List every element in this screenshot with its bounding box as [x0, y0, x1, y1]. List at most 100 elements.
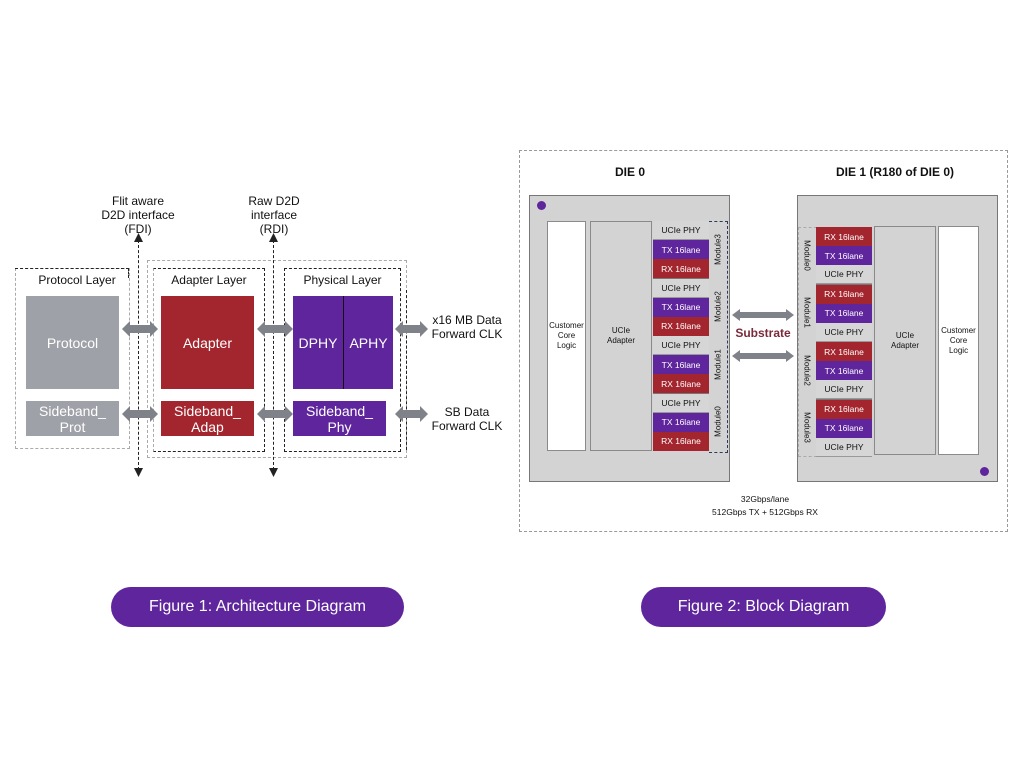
rx-lane-cell: RX 16lane — [816, 342, 872, 361]
rate-label: 32Gbps/lane 512Gbps TX + 512Gbps RX — [680, 493, 850, 519]
sideband-prot-line1: Sideband_ — [39, 402, 106, 419]
protocol-box-edge — [128, 268, 129, 278]
sideband-phy-block: Sideband_ Phy — [293, 401, 386, 436]
adapter-block: Adapter — [161, 296, 254, 389]
protocol-layer-title: Protocol Layer — [38, 273, 116, 287]
sideband-adap-phy-arrow-icon — [257, 406, 293, 422]
tx-lane-cell: TX 16lane — [653, 297, 709, 317]
sideband-ext-line1: SB Data — [444, 405, 490, 419]
right-boundary-line — [406, 290, 407, 450]
figure-2-frame — [519, 150, 1008, 532]
fdi-line3: (FDI) — [124, 222, 152, 236]
die1-adapter-line2: Adapter — [890, 340, 920, 350]
rx-lane-cell: RX 16lane — [816, 399, 872, 419]
rx-lane-cell: RX 16lane — [653, 374, 709, 393]
ucie-phy-cell: UCIe PHY — [653, 221, 709, 240]
rx-lane-cell: RX 16lane — [653, 259, 709, 278]
mainband-line1: x16 MB Data — [432, 313, 502, 327]
ucie-phy-cell: UCIe PHY — [816, 265, 872, 284]
rdi-line2: interface — [250, 208, 298, 222]
tx-lane-cell: TX 16lane — [816, 303, 872, 323]
ucie-phy-cell: UCIe PHY — [816, 437, 872, 457]
sideband-adap-line1: Sideband_ — [174, 402, 241, 419]
tx-lane-cell: TX 16lane — [816, 246, 872, 265]
protocol-adapter-arrow-icon — [122, 321, 158, 337]
ucie-phy-cell: UCIe PHY — [816, 380, 872, 399]
adapter-phy-arrow-icon — [257, 321, 293, 337]
adapter-layer-title: Adapter Layer — [171, 273, 247, 287]
die0-adapter: UCIe Adapter — [590, 221, 652, 451]
rate-line2: 512Gbps TX + 512Gbps RX — [712, 507, 818, 517]
mainband-arrow-icon — [395, 321, 428, 337]
die0-core-line1: Customer — [549, 321, 584, 330]
substrate-arrow-bottom-icon — [732, 350, 794, 362]
die1-core-line1: Customer — [941, 325, 976, 335]
die1-adapter: UCIe Adapter — [874, 226, 936, 455]
module-label: Module0 — [802, 239, 812, 271]
sideband-phy-line2: Phy — [327, 418, 352, 435]
rx-lane-cell: RX 16lane — [816, 284, 872, 304]
physical-layer-title: Physical Layer — [303, 273, 382, 287]
rdi-arrow-up-icon — [269, 233, 278, 242]
module-label: Module1 — [713, 348, 723, 380]
die0-adapter-line1: UCIe — [611, 326, 631, 335]
mainband-label: x16 MB Data Forward CLK — [428, 313, 506, 341]
die1-core-line2: Core — [949, 335, 968, 345]
die0-module-bracket — [709, 221, 728, 453]
die1-orientation-dot-icon — [980, 467, 989, 476]
rate-line1: 32Gbps/lane — [740, 494, 790, 504]
sideband-ext-label: SB Data Forward CLK — [428, 405, 506, 433]
tx-lane-cell: TX 16lane — [816, 361, 872, 380]
rx-lane-cell: RX 16lane — [653, 431, 709, 451]
module-label: Module2 — [713, 291, 723, 323]
fdi-arrow-up-icon — [134, 233, 143, 242]
ucie-phy-cell: UCIe PHY — [653, 393, 709, 413]
module-label: Module0 — [713, 406, 723, 438]
die1-core-logic: Customer Core Logic — [938, 226, 979, 455]
die1-module-bracket — [798, 227, 817, 457]
module-label: Module3 — [713, 233, 723, 265]
rx-lane-cell: RX 16lane — [653, 316, 709, 336]
tx-lane-cell: TX 16lane — [816, 418, 872, 438]
figure-2-caption: Figure 2: Block Diagram — [641, 587, 886, 627]
rdi-arrow-down-icon — [269, 468, 278, 477]
rx-lane-cell: RX 16lane — [816, 227, 872, 246]
sideband-prot-adap-arrow-icon — [122, 406, 158, 422]
protocol-block: Protocol — [26, 296, 119, 389]
module-label: Module2 — [802, 354, 812, 386]
physical-layer-box — [284, 268, 401, 452]
ucie-phy-cell: UCIe PHY — [653, 336, 709, 355]
sideband-phy-line1: Sideband_ — [306, 402, 373, 419]
fdi-label: Flit aware D2D interface (FDI) — [88, 194, 188, 236]
sideband-adap-block: Sideband_ Adap — [161, 401, 254, 436]
sideband-prot-line2: Prot — [59, 418, 86, 435]
rdi-line — [273, 240, 274, 470]
sideband-adap-line2: Adap — [191, 418, 224, 435]
die0-adapter-line2: Adapter — [606, 336, 636, 345]
figure-1-caption: Figure 1: Architecture Diagram — [111, 587, 404, 627]
fdi-line1: Flit aware — [111, 194, 164, 208]
die1-adapter-line1: UCIe — [895, 330, 915, 340]
die1-title: DIE 1 (R180 of DIE 0) — [835, 165, 955, 179]
fdi-line — [138, 240, 139, 470]
sideband-prot-block: Sideband_ Prot — [26, 401, 119, 436]
aphy-block: APHY — [344, 296, 393, 389]
ucie-phy-cell: UCIe PHY — [816, 322, 872, 342]
rdi-label: Raw D2D interface (RDI) — [224, 194, 324, 236]
fdi-arrow-down-icon — [134, 468, 143, 477]
sideband-arrow-icon — [395, 406, 428, 422]
mainband-line2: Forward CLK — [431, 327, 503, 341]
protocol-layer-box — [15, 268, 129, 269]
die0-core-line2: Core — [557, 331, 576, 340]
tx-lane-cell: TX 16lane — [653, 240, 709, 259]
die0-core-logic: Customer Core Logic — [547, 221, 586, 451]
